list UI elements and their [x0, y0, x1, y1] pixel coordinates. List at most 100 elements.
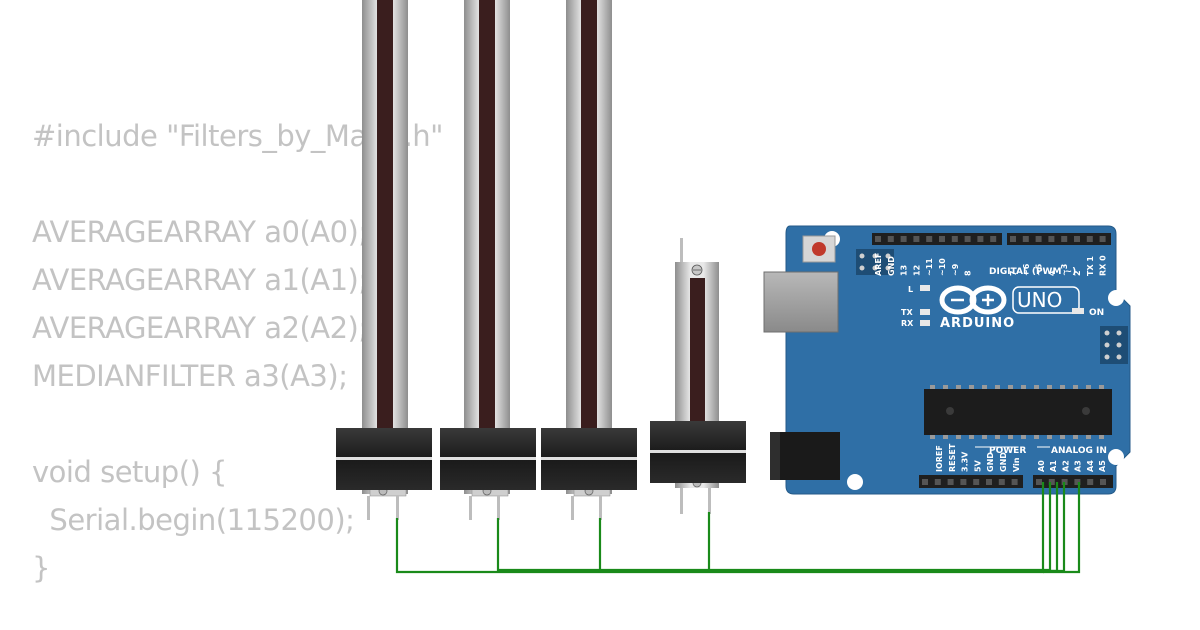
arduino-logo-icon	[939, 285, 1007, 315]
slide-potentiometer-2[interactable]	[440, 0, 536, 520]
power-pin-label: GND	[999, 452, 1008, 472]
header-pin	[990, 236, 997, 242]
analog-pin-label: A4	[1086, 460, 1095, 472]
code-line: void setup() {	[32, 455, 228, 489]
power-label: POWER	[989, 446, 1026, 456]
header-pin	[1010, 236, 1016, 242]
header-pin	[1061, 236, 1068, 242]
code-line: AVERAGEARRAY a2(A2);	[32, 311, 368, 345]
analog-pin-label: A3	[1074, 460, 1083, 472]
header-pin	[998, 479, 1005, 485]
power-pin-label: 5V	[973, 459, 982, 472]
tx-led-label: TX	[901, 308, 913, 317]
header-pin	[1048, 479, 1055, 485]
header-pin	[1074, 479, 1081, 485]
l-led	[920, 285, 930, 291]
header-pin	[960, 479, 967, 485]
pot-track	[581, 0, 597, 428]
power-header	[919, 475, 1023, 488]
analog-pin-label: A1	[1049, 460, 1058, 472]
uno-badge	[1012, 286, 1080, 314]
digital-pin-label: RX 0	[1099, 255, 1108, 276]
digital-pin-label: ~5	[1035, 263, 1044, 276]
digital-pin-label: ~11	[925, 258, 934, 276]
rx-led	[920, 320, 930, 326]
pot-track	[377, 0, 393, 428]
analog-label: ANALOG IN	[1051, 446, 1107, 456]
pot-track	[479, 0, 495, 428]
mounting-hole	[847, 474, 863, 490]
wire-a5	[1043, 482, 1081, 574]
slide-potentiometer-4[interactable]	[650, 238, 746, 514]
header-pin	[964, 236, 971, 242]
arduino-brand: ARDUINO	[940, 316, 1015, 331]
digital-pin-label: 7	[1009, 270, 1018, 276]
mounting-hole	[1108, 290, 1124, 306]
slide-potentiometer-3[interactable]	[541, 0, 637, 520]
on-led-label: ON	[1089, 308, 1104, 318]
header-pin	[913, 236, 920, 242]
wires	[395, 482, 1081, 574]
header-pin	[887, 236, 894, 242]
digital-pin-label: 4	[1047, 270, 1056, 276]
wire-a2	[600, 482, 1059, 573]
on-led	[1072, 308, 1084, 314]
analog-pin-label: A0	[1037, 460, 1046, 472]
digital-pin-label: ~9	[951, 263, 960, 276]
code-line: }	[32, 551, 50, 585]
power-jack	[770, 432, 840, 480]
mounting-hole	[1108, 449, 1124, 465]
digital-pin-label: ~10	[938, 258, 947, 276]
digital-pin-label: 13	[900, 265, 909, 276]
digital-pin-label: 8	[964, 270, 973, 276]
code-line: MEDIANFILTER a3(A3);	[32, 359, 348, 393]
header-pin	[986, 479, 992, 485]
digital-pin-label: TX 1	[1086, 256, 1095, 276]
pot-track	[690, 278, 705, 424]
digital-pin-label: GND	[887, 256, 896, 276]
header-pin	[1087, 479, 1094, 485]
digital-pin-label: AREF	[874, 253, 883, 276]
header-pin	[1048, 236, 1055, 242]
header-pin	[934, 479, 941, 485]
header-pin	[1086, 236, 1093, 242]
digital-pin-label: 12	[912, 265, 921, 276]
l-led-label: L	[908, 285, 913, 294]
wire-a3	[709, 482, 1066, 573]
power-pin-label: IOREF	[935, 445, 944, 472]
digital-label: DIGITAL (PWM ~)	[989, 267, 1076, 277]
analog-pin-label: A5	[1098, 460, 1107, 472]
header-pin	[947, 479, 954, 485]
usb-connector	[763, 271, 839, 333]
digital-header-right	[1007, 233, 1111, 245]
header-pin	[973, 479, 980, 485]
icsp2-header	[1100, 326, 1128, 364]
header-pin	[1100, 479, 1106, 485]
header-pin	[1035, 236, 1042, 242]
icsp-header	[856, 249, 894, 275]
digital-pin-label: ~3	[1060, 264, 1069, 276]
header-pin	[1011, 479, 1018, 485]
power-pin-label: GND	[986, 452, 995, 472]
atmega-chip	[924, 389, 1112, 435]
reset-button-cap[interactable]	[812, 242, 826, 256]
slide-potentiometer-1[interactable]	[336, 0, 432, 520]
code-line: Serial.begin(115200);	[32, 503, 355, 537]
header-pin	[1022, 236, 1029, 242]
analog-pin-label: A2	[1061, 460, 1070, 472]
header-pin	[939, 236, 945, 242]
header-pin	[922, 479, 928, 485]
code-line: AVERAGEARRAY a1(A1);	[32, 263, 368, 297]
header-pin	[1099, 236, 1106, 242]
digital-pin-label: 2	[1073, 270, 1082, 276]
header-pin	[875, 236, 881, 242]
code-line: AVERAGEARRAY a0(A0);	[32, 215, 368, 249]
header-pin	[1036, 479, 1042, 485]
rx-led-label: RX	[901, 319, 914, 328]
tx-led	[920, 309, 930, 315]
header-pin	[1074, 236, 1080, 242]
header-pin	[900, 236, 907, 242]
header-pin	[977, 236, 984, 242]
